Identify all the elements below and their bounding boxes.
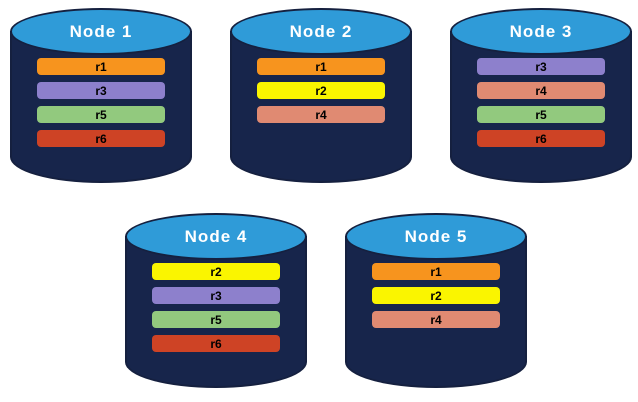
- node-3-shard-r6[interactable]: r6: [477, 130, 605, 147]
- node-3-shard-r4[interactable]: r4: [477, 82, 605, 99]
- node-1-shard-r5[interactable]: r5: [37, 106, 165, 123]
- node-4-shard-r2[interactable]: r2: [152, 263, 280, 280]
- node-1-shard-r3[interactable]: r3: [37, 82, 165, 99]
- node-4-shard-list: r2 r3 r5 r6: [125, 263, 307, 352]
- node-2-shard-r2[interactable]: r2: [257, 82, 385, 99]
- node-5-shard-r2[interactable]: r2: [372, 287, 500, 304]
- node-3-shard-list: r3 r4 r5 r6: [450, 58, 632, 147]
- node-5-shard-list: r1 r2 r4: [345, 263, 527, 328]
- node-3-shard-r5[interactable]: r5: [477, 106, 605, 123]
- node-2-cylinder-lid: [230, 8, 412, 55]
- node-1-shard-list: r1 r3 r5 r6: [10, 58, 192, 147]
- node-2-shard-r1[interactable]: r1: [257, 58, 385, 75]
- node-5-cylinder-lid: [345, 213, 527, 260]
- node-1-cylinder-lid: [10, 8, 192, 55]
- node-1-shard-r6[interactable]: r6: [37, 130, 165, 147]
- node-4-shard-r6[interactable]: r6: [152, 335, 280, 352]
- node-2-shard-list: r1 r2 r4: [230, 58, 412, 123]
- node-4-shard-r5[interactable]: r5: [152, 311, 280, 328]
- node-5-shard-r1[interactable]: r1: [372, 263, 500, 280]
- node-3-cylinder-lid: [450, 8, 632, 55]
- node-3-shard-r3[interactable]: r3: [477, 58, 605, 75]
- node-1-shard-r1[interactable]: r1: [37, 58, 165, 75]
- node-2-shard-r4[interactable]: r4: [257, 106, 385, 123]
- node-4-shard-r3[interactable]: r3: [152, 287, 280, 304]
- node-4-cylinder-lid: [125, 213, 307, 260]
- node-5-shard-r4[interactable]: r4: [372, 311, 500, 328]
